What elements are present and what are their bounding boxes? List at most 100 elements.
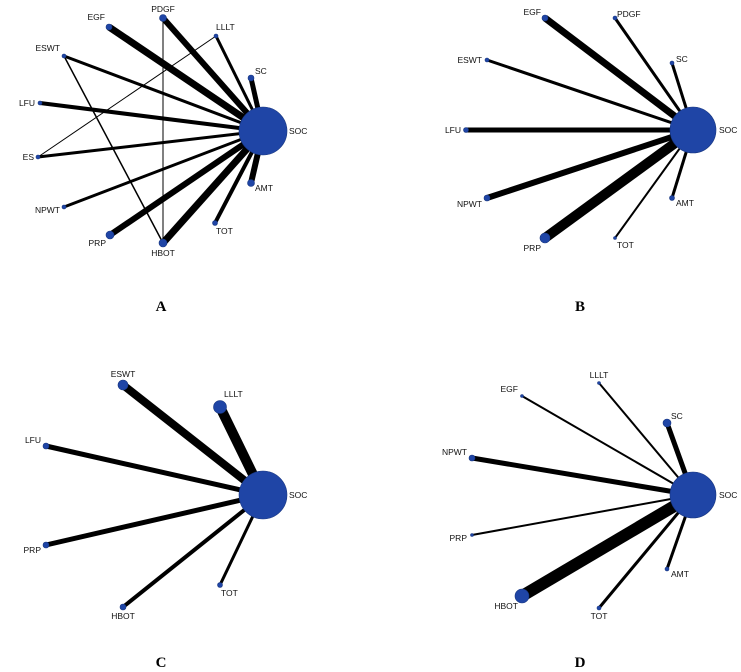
edge-a-soc-hbot (160, 128, 266, 246)
edge-d-soc-hbot (518, 489, 697, 602)
node-c-lfu (42, 442, 50, 450)
node-label-b-eswt: ESWT (457, 55, 482, 65)
edge-a-soc-prp (108, 128, 265, 238)
node-label-b-lfu: LFU (445, 125, 461, 135)
node-a-pdgf (159, 14, 167, 22)
panel-label-d: D (575, 655, 586, 671)
node-a-prp (105, 230, 115, 240)
node-label-a-pdgf: PDGF (151, 4, 175, 14)
node-label-a-es: ES (23, 152, 35, 162)
node-c-soc (238, 470, 288, 520)
node-b-egf (541, 14, 549, 22)
node-label-c-prp: PRP (24, 545, 42, 555)
node-label-c-hbot: HBOT (111, 611, 135, 621)
node-d-lllt (597, 381, 601, 385)
node-label-b-soc: SOC (719, 125, 737, 135)
node-a-tot (212, 220, 218, 226)
node-label-c-lllt: LLLT (224, 389, 243, 399)
node-label-c-tot: TOT (221, 588, 238, 598)
node-label-a-tot: TOT (216, 226, 233, 236)
node-label-b-prp: PRP (524, 243, 542, 253)
node-label-a-eswt: ESWT (35, 43, 60, 53)
node-label-d-hbot: HBOT (494, 601, 518, 611)
node-label-a-soc: SOC (289, 126, 307, 136)
edge-a-lllt-es (37, 35, 217, 158)
node-label-a-hbot: HBOT (151, 248, 175, 258)
edge-c-soc-eswt (120, 381, 266, 499)
node-d-amt (664, 566, 670, 572)
node-label-a-npwt: NPWT (35, 205, 60, 215)
node-label-a-amt: AMT (255, 183, 273, 193)
edge-a-soc-pdgf (160, 16, 266, 133)
node-a-npwt (61, 204, 67, 210)
node-b-pdgf (612, 15, 618, 21)
node-d-tot (596, 605, 602, 611)
node-d-soc (669, 471, 717, 519)
node-label-a-lfu: LFU (19, 98, 35, 108)
node-b-lfu (463, 127, 469, 133)
network-panel-c: SOC ESWT LLLT LFU PRP HBOT TOT C (24, 369, 308, 671)
node-label-a-egf: EGF (88, 12, 105, 22)
node-a-lfu (37, 100, 43, 106)
node-label-d-lllt: LLLT (590, 370, 609, 380)
panel-label-b: B (575, 299, 585, 315)
node-b-sc (669, 60, 675, 66)
node-a-sc (247, 74, 255, 82)
node-label-b-sc: SC (676, 54, 688, 64)
edge-b-soc-egf (542, 15, 696, 133)
node-d-hbot (514, 588, 530, 604)
node-a-lllt (213, 33, 219, 39)
node-label-c-soc: SOC (289, 490, 307, 500)
edge-d-soc-prp (471, 494, 694, 536)
node-a-es (35, 154, 41, 160)
node-label-a-lllt: LLLT (216, 22, 235, 32)
node-a-soc (238, 106, 288, 156)
edge-a-soc-es (37, 129, 264, 159)
node-label-d-egf: EGF (501, 384, 518, 394)
node-d-sc (662, 418, 672, 428)
node-b-amt (669, 195, 675, 201)
node-a-hbot (158, 238, 168, 248)
network-panel-a: SOC EGF PDGF LLLT SC ESWT LFU ES NPWT PRP HBOT TOT A… (19, 4, 307, 315)
edge-c-soc-hbot (121, 493, 265, 609)
node-label-d-tot: TOT (591, 611, 608, 621)
edge-d-soc-egf (521, 395, 694, 496)
node-label-d-prp: PRP (450, 533, 468, 543)
panel-label-a: A (156, 299, 167, 315)
node-label-a-prp: PRP (89, 238, 107, 248)
node-b-npwt (483, 194, 491, 202)
node-a-eswt (61, 53, 67, 59)
node-c-tot (217, 582, 223, 588)
edge-b-soc-npwt (486, 127, 694, 201)
node-c-prp (42, 541, 50, 549)
node-b-prp (539, 232, 551, 244)
edge-a-soc-lfu (39, 101, 264, 133)
edge-d-soc-npwt (471, 455, 694, 498)
node-d-egf (520, 394, 524, 398)
node-c-eswt (117, 379, 129, 391)
node-b-tot (613, 236, 617, 240)
edge-c-soc-prp (45, 492, 264, 548)
edge-c-soc-lfu (45, 443, 264, 498)
node-label-d-soc: SOC (719, 490, 737, 500)
panel-label-c: C (156, 655, 167, 671)
edge-b-soc-prp (542, 125, 696, 243)
node-label-d-amt: AMT (671, 569, 689, 579)
edge-d-soc-lllt (598, 382, 694, 496)
node-label-b-tot: TOT (617, 240, 634, 250)
node-c-hbot (119, 603, 127, 611)
edge-b-soc-eswt (486, 58, 694, 132)
node-c-lllt (213, 400, 227, 414)
node-label-c-eswt: ESWT (111, 369, 136, 379)
node-label-d-npwt: NPWT (442, 447, 467, 457)
node-b-eswt (484, 57, 490, 63)
node-label-a-sc: SC (255, 66, 267, 76)
node-a-egf (105, 23, 113, 31)
node-d-prp (470, 533, 474, 537)
node-label-c-lfu: LFU (25, 435, 41, 445)
edge-a-eswt-hbot (63, 55, 164, 244)
node-d-npwt (468, 454, 476, 462)
